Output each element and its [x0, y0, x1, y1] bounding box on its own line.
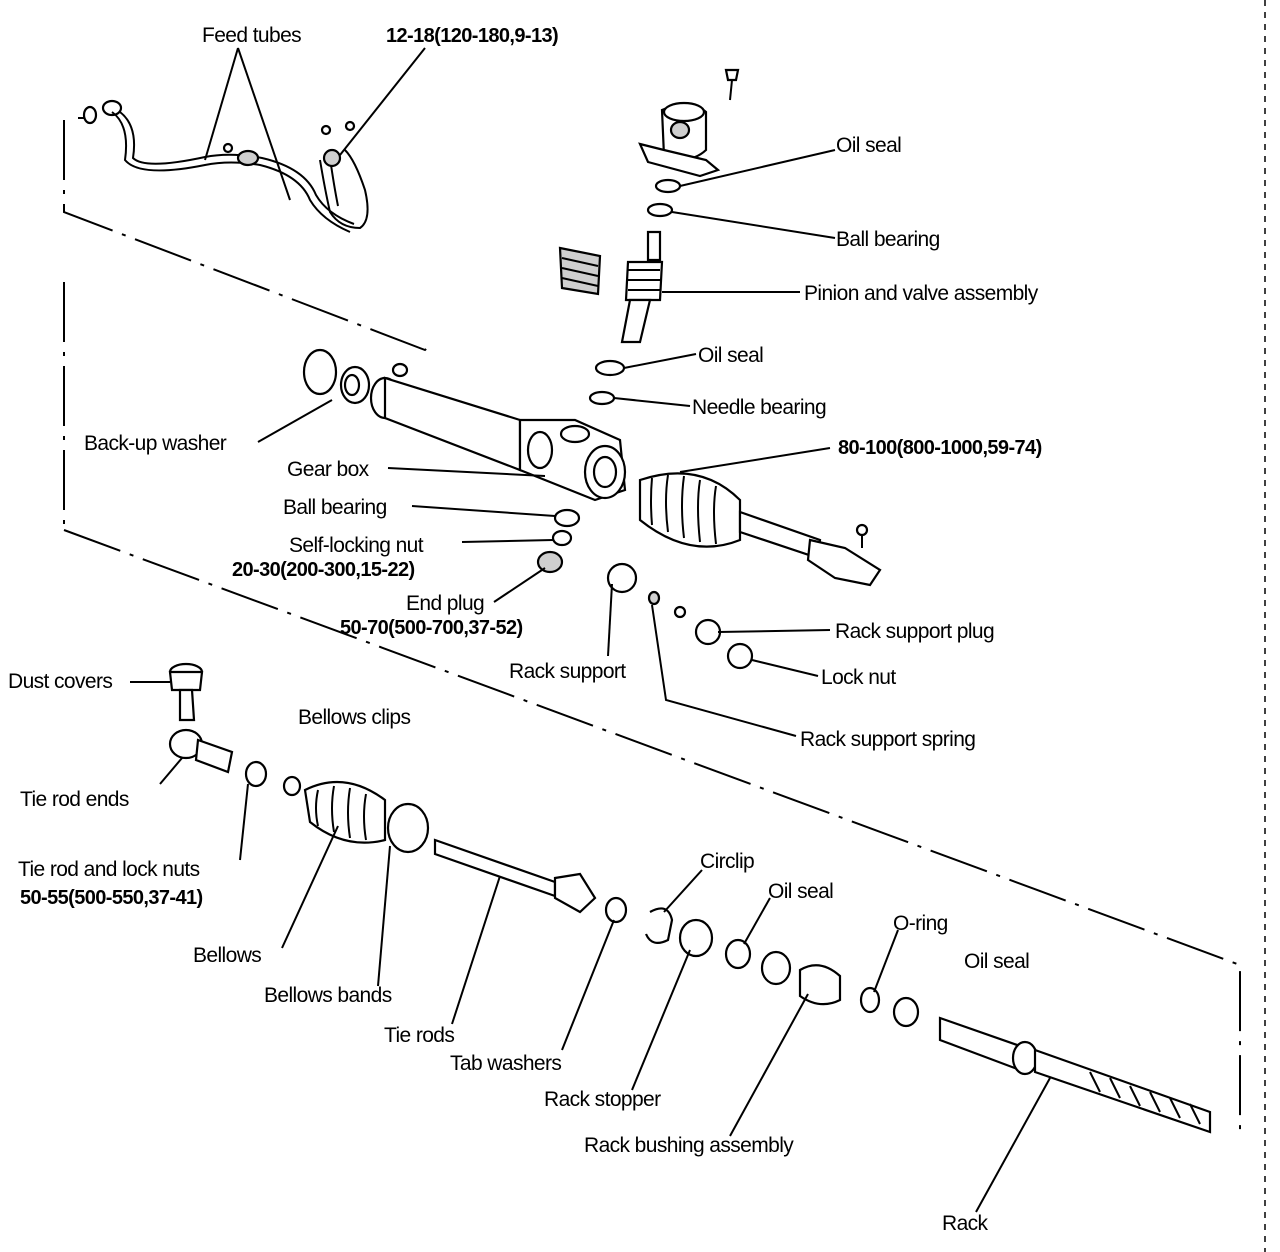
- label-feed-tubes: Feed tubes: [202, 24, 301, 47]
- labels: Feed tubes 12-18(120-180,9-13) Oil seal …: [8, 24, 1042, 1235]
- label-bellows-bands: Bellows bands: [264, 984, 392, 1007]
- label-oil-seal-low: Oil seal: [768, 880, 833, 903]
- label-o-ring: O-ring: [893, 912, 948, 935]
- label-tie-rods: Tie rods: [384, 1024, 454, 1047]
- label-rack-support-plug: Rack support plug: [835, 620, 994, 643]
- tie-rod-drawing: [168, 662, 1212, 1134]
- label-self-locking-nut: Self-locking nut: [289, 534, 424, 557]
- label-rack-stopper: Rack stopper: [544, 1088, 661, 1111]
- label-rack: Rack: [942, 1212, 989, 1235]
- label-ball-bearing-top: Ball bearing: [836, 228, 940, 251]
- gear-box-drawing: [60, 282, 1241, 1135]
- label-needle-bearing: Needle bearing: [692, 396, 826, 419]
- label-lock-nut: Lock nut: [821, 666, 896, 689]
- label-self-locking-torque: 20-30(200-300,15-22): [232, 559, 415, 581]
- label-rack-support-spring: Rack support spring: [800, 728, 975, 751]
- pinion-group-drawing: [558, 68, 740, 406]
- feed-tubes-drawing: [63, 99, 431, 352]
- label-end-plug-torque: 50-70(500-700,37-52): [340, 617, 523, 639]
- label-ball-bearing-mid: Ball bearing: [283, 496, 387, 519]
- label-circlip: Circlip: [700, 850, 754, 873]
- label-bellows-clips: Bellows clips: [298, 706, 411, 729]
- label-oil-seal-right: Oil seal: [964, 950, 1029, 973]
- label-end-plug: End plug: [406, 592, 484, 615]
- leader-lines: [130, 47, 1051, 1213]
- label-dust-covers: Dust covers: [8, 670, 112, 693]
- label-back-up-washer: Back-up washer: [84, 432, 227, 455]
- label-tie-rod-lock-nuts: Tie rod and lock nuts: [18, 858, 200, 881]
- label-feed-tube-torque: 12-18(120-180,9-13): [386, 25, 558, 47]
- label-gear-box: Gear box: [287, 458, 370, 481]
- label-rack-bushing: Rack bushing assembly: [584, 1134, 794, 1157]
- label-rack-support: Rack support: [509, 660, 626, 683]
- label-tie-rod-ends: Tie rod ends: [20, 788, 129, 811]
- label-pinion-valve: Pinion and valve assembly: [804, 282, 1039, 305]
- label-bellows: Bellows: [193, 944, 261, 967]
- label-tab-washers: Tab washers: [450, 1052, 561, 1075]
- label-tie-rod-lock-torque: 50-55(500-550,37-41): [20, 887, 203, 909]
- label-oil-seal-mid: Oil seal: [698, 344, 763, 367]
- label-tie-rod-end-torque: 80-100(800-1000,59-74): [838, 437, 1042, 459]
- label-oil-seal-top: Oil seal: [836, 134, 901, 157]
